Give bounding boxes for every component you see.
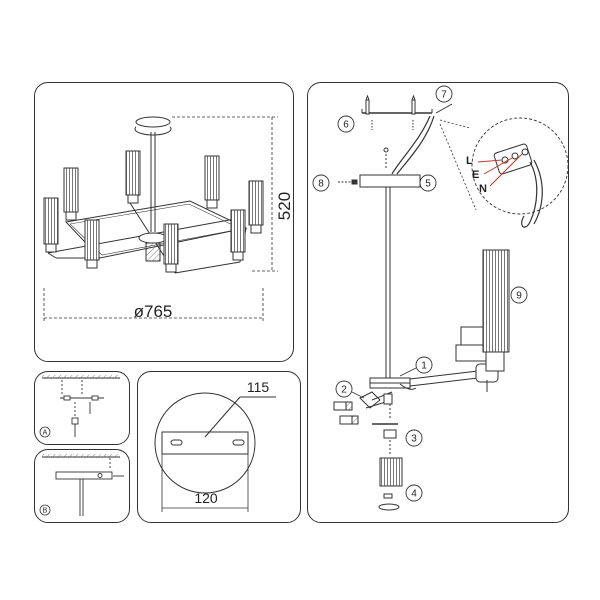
callout-6: 6 [343,120,349,131]
callout-8: 8 [318,179,324,190]
callouts [312,85,528,502]
height-dimension [172,116,278,272]
callout-3: 3 [411,434,417,445]
callout-1: 1 [421,361,427,372]
shade-8 [230,209,246,261]
shade-6 [84,219,100,269]
wiring-detail [439,117,569,228]
assembly-drawing [333,94,510,511]
shade-2 [125,150,141,204]
plate-width-label: 115 [247,379,270,395]
callout-7: 7 [441,90,447,101]
callout-2: 2 [341,385,347,396]
shade-7 [163,223,179,273]
method-b-label: B [43,508,48,515]
plate-diameter-label: 120 [194,490,218,506]
plate-diameter-dimension [161,454,249,512]
callout-5: 5 [425,179,431,190]
wire-letter-n: N [479,183,487,195]
method-a-drawing [42,375,120,437]
diameter-dimension [43,288,264,322]
callout-9: 9 [516,291,522,302]
chandelier-drawing [43,116,264,274]
wire-letter-l: L [466,155,473,167]
method-a-label: A [43,430,48,437]
shade-5 [43,197,59,253]
shade-3 [204,155,220,209]
ceiling-plate-drawing [154,392,276,494]
diameter-label: ø765 [134,302,173,321]
height-label: 520 [275,192,294,220]
method-b-drawing [42,454,124,516]
callout-4: 4 [411,489,417,500]
wire-letter-e: E [472,169,479,181]
shade-4 [248,180,264,234]
connector-parts [333,391,393,425]
shade-1 [63,167,79,221]
